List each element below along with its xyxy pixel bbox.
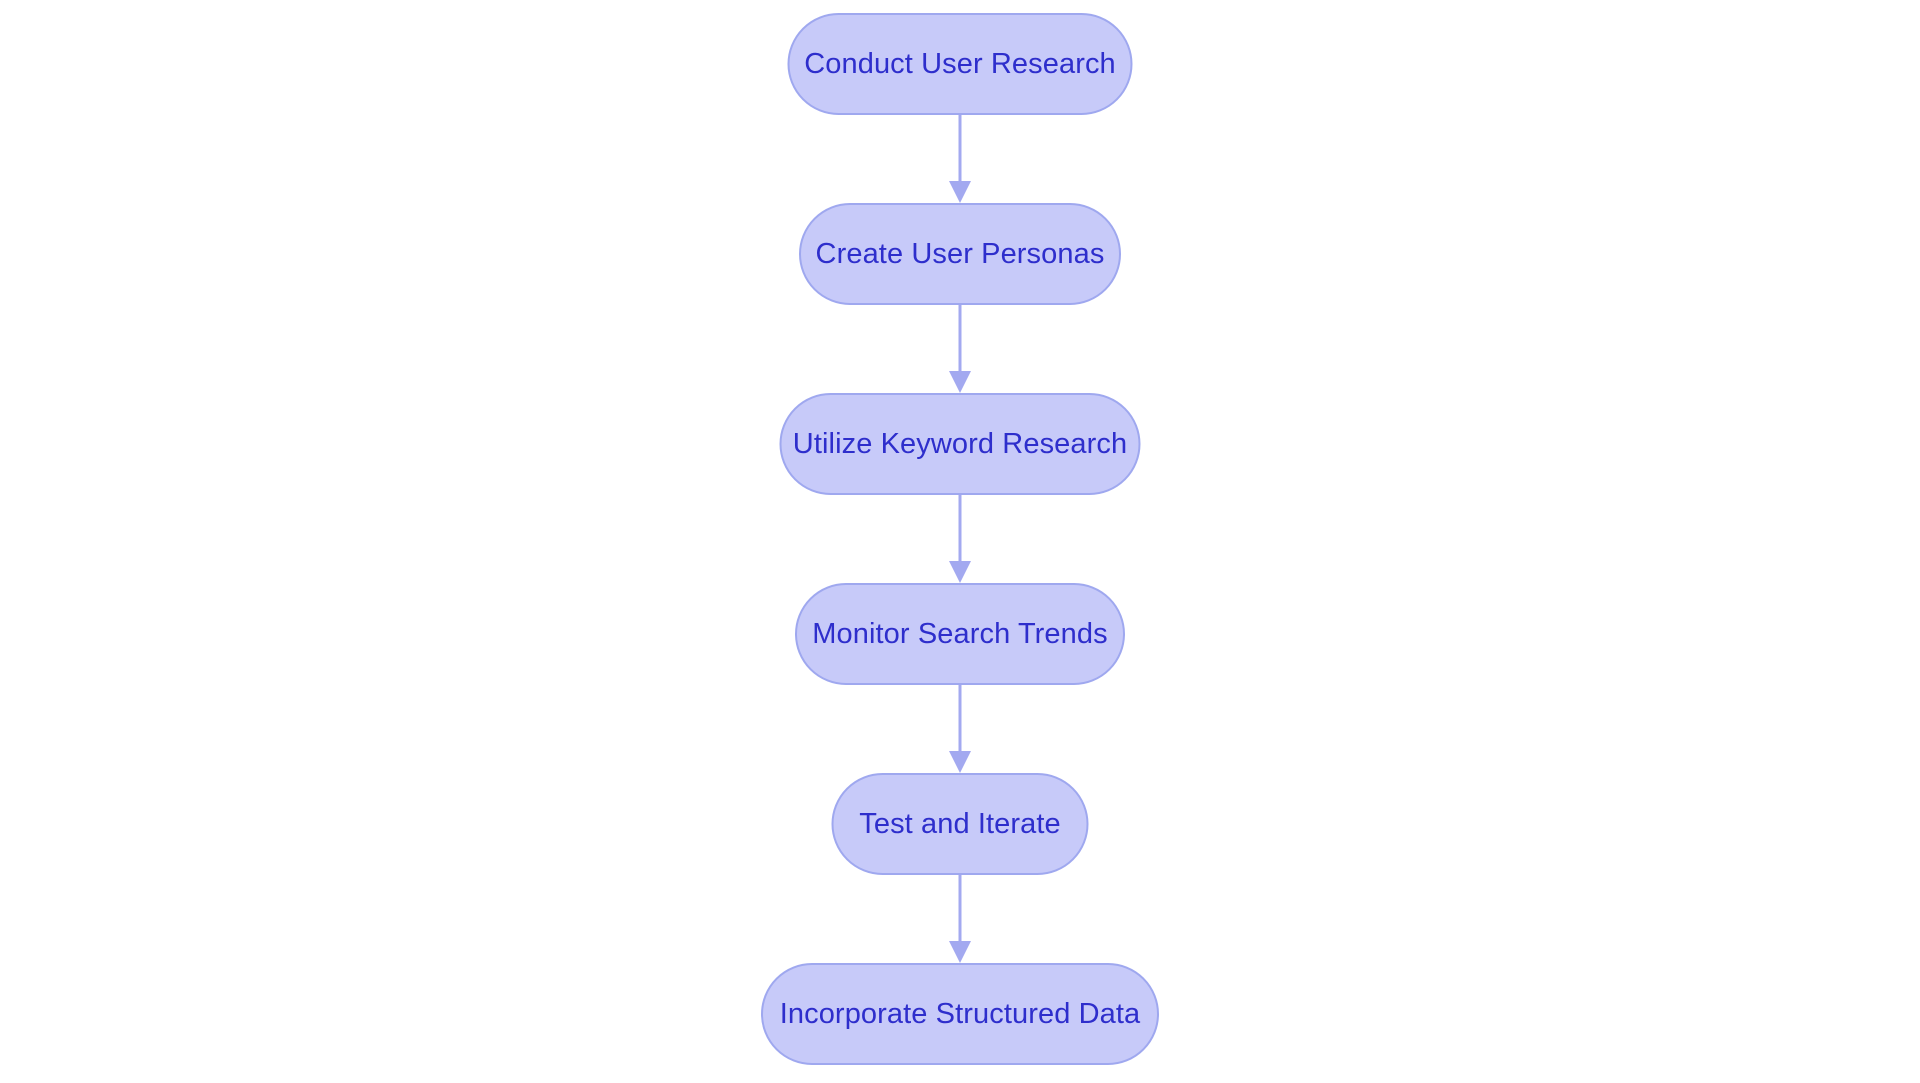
flow-node-conduct-user-research[interactable]: Conduct User Research bbox=[787, 13, 1133, 115]
arrow-head-down-icon bbox=[949, 751, 971, 773]
connector-line bbox=[958, 685, 962, 751]
flow-node-label: Conduct User Research bbox=[804, 47, 1116, 80]
connector-line bbox=[958, 305, 962, 371]
flow-node-incorporate-structured-data[interactable]: Incorporate Structured Data bbox=[761, 963, 1159, 1065]
flow-node-utilize-keyword-research[interactable]: Utilize Keyword Research bbox=[779, 393, 1141, 495]
connector-line bbox=[958, 115, 962, 181]
flow-node-label: Create User Personas bbox=[815, 237, 1105, 270]
flow-node-create-user-personas[interactable]: Create User Personas bbox=[799, 203, 1121, 305]
arrow-head-down-icon bbox=[949, 561, 971, 583]
arrow-head-down-icon bbox=[949, 941, 971, 963]
arrow-head-down-icon bbox=[949, 371, 971, 393]
flow-node-label: Utilize Keyword Research bbox=[792, 427, 1128, 460]
flow-node-monitor-search-trends[interactable]: Monitor Search Trends bbox=[795, 583, 1125, 685]
flow-node-label: Monitor Search Trends bbox=[812, 617, 1108, 650]
flow-connector-1 bbox=[948, 115, 972, 203]
flow-node-test-and-iterate[interactable]: Test and Iterate bbox=[831, 773, 1089, 875]
connector-line bbox=[958, 875, 962, 941]
flow-connector-3 bbox=[948, 495, 972, 583]
flow-connector-5 bbox=[948, 875, 972, 963]
flow-connector-4 bbox=[948, 685, 972, 773]
flow-node-label: Incorporate Structured Data bbox=[779, 997, 1141, 1030]
flow-connector-2 bbox=[948, 305, 972, 393]
flow-node-label: Test and Iterate bbox=[859, 807, 1061, 840]
connector-line bbox=[958, 495, 962, 561]
arrow-head-down-icon bbox=[949, 181, 971, 203]
